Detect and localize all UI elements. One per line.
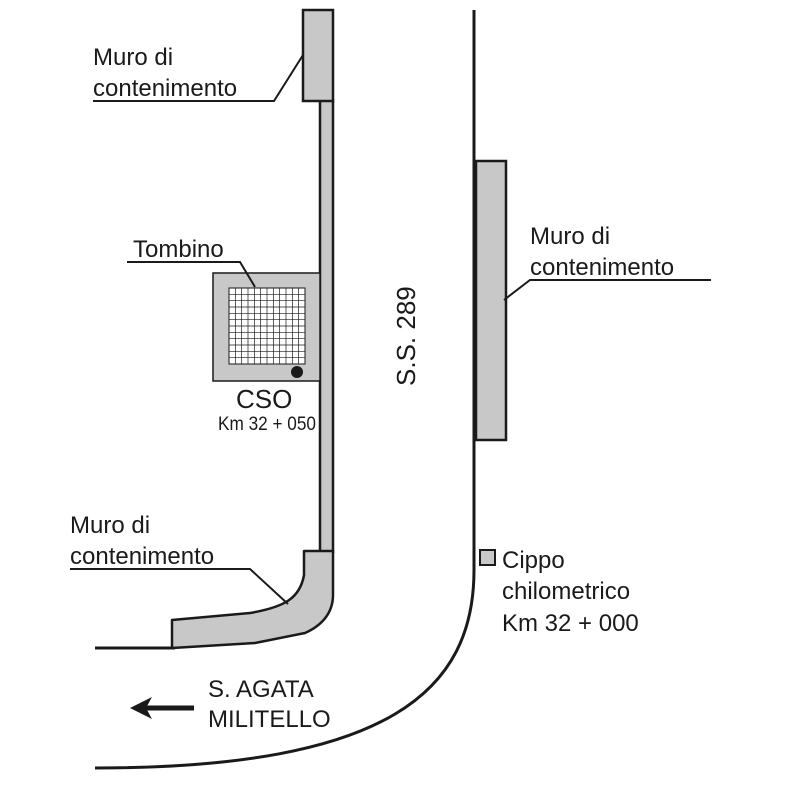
milestone-marker-icon [479, 549, 496, 566]
milestone-label-1: Cippo [502, 547, 565, 574]
leader-wall-bottom-left [70, 568, 289, 605]
milestone-label-2: chilometrico [502, 578, 630, 605]
retaining-wall-top-left [301, 8, 335, 103]
leader-tombino [127, 261, 256, 288]
retaining-wall-right [474, 159, 508, 442]
cso-label: CSO [236, 384, 292, 414]
milestone-label-3: Km 32 + 000 [502, 610, 639, 637]
tombino-drain [212, 272, 321, 382]
road-name-label: S.S. 289 [391, 286, 421, 386]
arrow-left-icon [130, 697, 194, 719]
wall-right-label-2: contenimento [530, 254, 674, 281]
tombino-label: Tombino [133, 236, 224, 263]
wall-top-left-label-1: Muro di [93, 44, 173, 71]
wall-right-label-1: Muro di [530, 223, 610, 250]
retaining-wall-bottom-left [170, 549, 335, 650]
wall-bottom-left-label-1: Muro di [70, 512, 150, 539]
road-edge-right [94, 10, 476, 770]
cso-km-label: Km 32 + 050 [218, 414, 316, 435]
leader-wall-top-left [93, 54, 304, 102]
wall-bottom-left-label-2: contenimento [70, 543, 214, 570]
cso-marker-icon [291, 366, 303, 378]
wall-top-left-label-2: contenimento [93, 75, 237, 102]
direction-label-2: MILITELLO [208, 706, 331, 733]
retaining-wall-strip [318, 98, 335, 554]
direction-label-1: S. AGATA [208, 676, 314, 703]
leader-wall-right [503, 279, 711, 301]
